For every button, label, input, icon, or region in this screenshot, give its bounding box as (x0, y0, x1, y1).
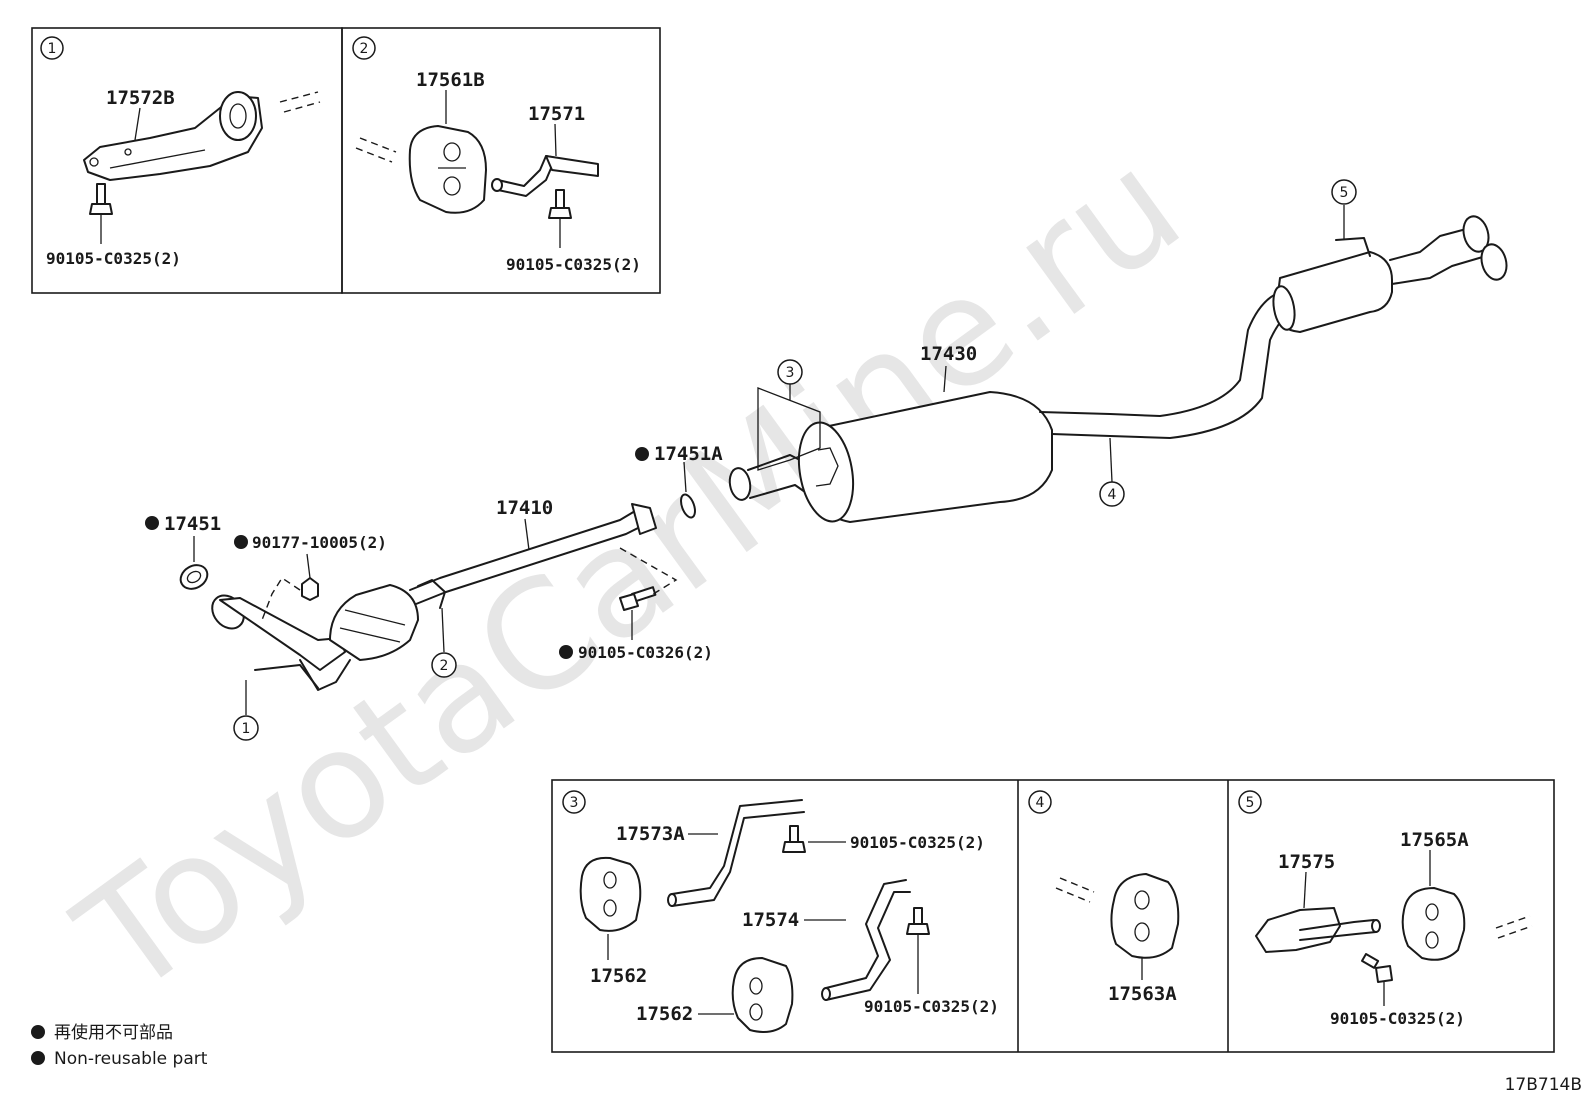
hanger-area-3 (757, 387, 821, 471)
label-90105-c0325-box3b: 90105-C0325(2) (864, 997, 999, 1016)
detail-box-5-number: 5 (1246, 795, 1255, 811)
detail-box-3-number: 3 (570, 795, 579, 811)
label-17574: 17574 (742, 909, 799, 931)
rubber-hanger-17562-b[interactable] (731, 957, 794, 1033)
callout-3: 3 (777, 359, 803, 400)
bottom-detail-frame (551, 779, 1555, 1053)
non-reusable-dot-17451a (635, 447, 649, 461)
gasket-17451[interactable] (176, 560, 211, 593)
detail-box-1-number: 1 (48, 41, 57, 57)
detail-box-3: 3 17573A 90105-C0325(2) 17562 17574 (562, 790, 999, 1033)
detail-box-2: 2 17561B 17571 90105-C0325(2) (341, 27, 661, 294)
legend: 再使用不可部品 Non-reusable part (31, 1022, 208, 1069)
rubber-hanger-17565a[interactable] (1401, 887, 1466, 961)
label-17572b: 17572B (106, 87, 175, 109)
label-17575: 17575 (1278, 851, 1335, 873)
legend-japanese: 再使用不可部品 (54, 1022, 173, 1043)
bolt-icon (1361, 952, 1393, 983)
rubber-hanger-17561b[interactable] (408, 125, 487, 214)
diagram-code: 17B714B (1505, 1075, 1582, 1095)
callout-1: 1 (233, 680, 259, 741)
label-17565a: 17565A (1400, 829, 1469, 851)
bolt-icon (782, 825, 806, 853)
rubber-hanger-17563a[interactable] (1110, 873, 1180, 959)
hanger-rod-17573a[interactable] (667, 799, 805, 907)
legend-dot-en (31, 1051, 45, 1065)
label-90105-c0325-box2: 90105-C0325(2) (506, 255, 641, 274)
label-90105-c0326: 90105-C0326(2) (578, 643, 713, 662)
detail-box-1: 1 17572B 90105-C0325(2) (31, 27, 343, 294)
legend-dot-jp (31, 1025, 45, 1039)
pipe-dash-2 (355, 137, 397, 163)
bolt-icon (548, 189, 572, 219)
label-17562-a: 17562 (590, 965, 647, 987)
svg-text:4: 4 (1108, 487, 1117, 503)
label-90105-c0325-box5: 90105-C0325(2) (1330, 1009, 1465, 1028)
label-17563a: 17563A (1108, 983, 1177, 1005)
detail-box-5: 5 17575 17565A 90105-C0325(2) (1238, 790, 1533, 1028)
pipe-dash-4 (1055, 877, 1095, 903)
detail-box-4: 4 17563A (1028, 790, 1180, 1005)
center-exhaust-pipe-17430[interactable] (727, 214, 1510, 526)
gasket-17451a[interactable] (678, 493, 697, 520)
label-17451a: 17451A (654, 443, 723, 465)
label-17561b: 17561B (416, 69, 485, 91)
nut-90177-10005[interactable] (301, 577, 319, 601)
hanger-rod-17574[interactable] (821, 879, 911, 1001)
label-17451: 17451 (164, 513, 221, 535)
non-reusable-dot-nut (234, 535, 248, 549)
svg-text:5: 5 (1340, 185, 1349, 201)
hanger-bracket-17572b[interactable] (83, 91, 263, 181)
hanger-rod-17571[interactable] (491, 155, 599, 197)
svg-text:3: 3 (786, 365, 795, 381)
rubber-hanger-17562-a[interactable] (579, 856, 642, 932)
non-reusable-dot-17451 (145, 516, 159, 530)
label-17573a: 17573A (616, 823, 685, 845)
pipe-dash-1 (279, 91, 321, 113)
label-17430: 17430 (920, 343, 977, 365)
bolt-icon (89, 183, 113, 215)
detail-box-4-number: 4 (1036, 795, 1045, 811)
label-17562-b: 17562 (636, 1003, 693, 1025)
dashed-leader-bolt (619, 547, 678, 597)
bolt-icon (906, 907, 930, 935)
non-reusable-dot-bolt (559, 645, 573, 659)
label-17410: 17410 (496, 497, 553, 519)
pipe-dash-5 (1495, 915, 1533, 939)
front-exhaust-pipe-17410[interactable] (206, 503, 657, 691)
detail-box-2-number: 2 (360, 41, 369, 57)
svg-text:2: 2 (440, 658, 449, 674)
bolt-90105-c0326[interactable] (619, 586, 657, 611)
label-90105-c0325-box1: 90105-C0325(2) (46, 249, 181, 268)
label-17571: 17571 (528, 103, 585, 125)
callout-2: 2 (431, 607, 457, 678)
callout-5: 5 (1331, 179, 1371, 257)
callout-4: 4 (1099, 437, 1125, 507)
svg-text:1: 1 (242, 721, 251, 737)
legend-english: Non-reusable part (54, 1049, 208, 1069)
dashed-leader-nut (261, 577, 301, 621)
label-90177-10005: 90177-10005(2) (252, 533, 387, 552)
label-90105-c0325-box3a: 90105-C0325(2) (850, 833, 985, 852)
hanger-bracket-17575[interactable] (1255, 907, 1381, 953)
